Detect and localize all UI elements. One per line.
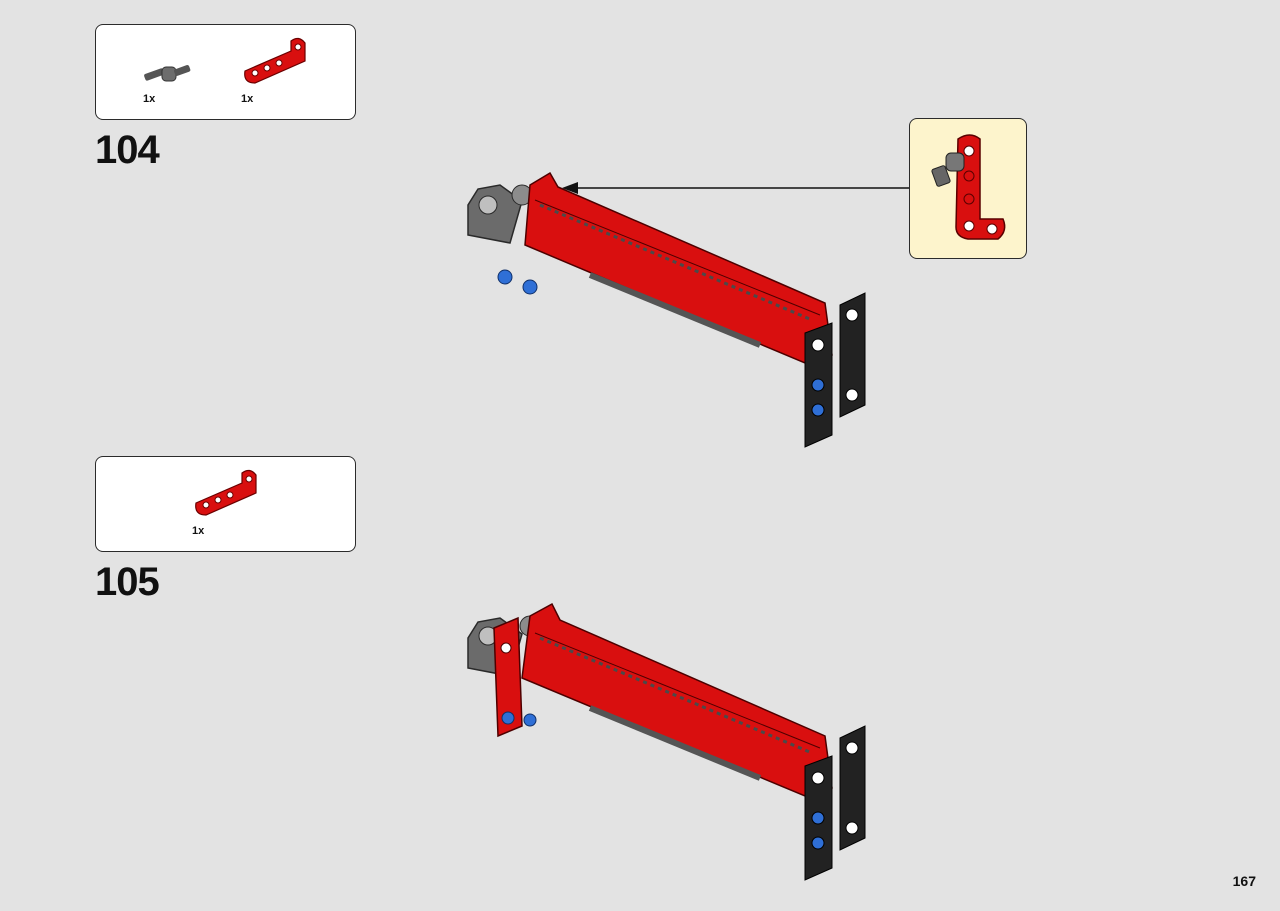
assembly-arrow [562,182,910,194]
part-qty: 1x [192,525,205,537]
step-105-assembly [467,602,866,881]
red-angled-beam-icon [195,469,257,516]
axle-connector-icon [144,65,191,82]
part-qty: 1x [143,93,156,105]
step-104-parts-box: 1x 1x [95,24,356,120]
page-number: 167 [1232,873,1256,889]
step-104-assembly [467,171,866,448]
red-angled-beam-icon [244,37,306,84]
step-number: 104 [95,128,160,172]
part-qty: 1x [241,93,254,105]
red-angled-beam-icon [931,134,1006,240]
sub-assembly-callout [909,118,1027,259]
step-number: 105 [95,560,160,604]
step-105-parts-box: 1x [95,456,356,552]
